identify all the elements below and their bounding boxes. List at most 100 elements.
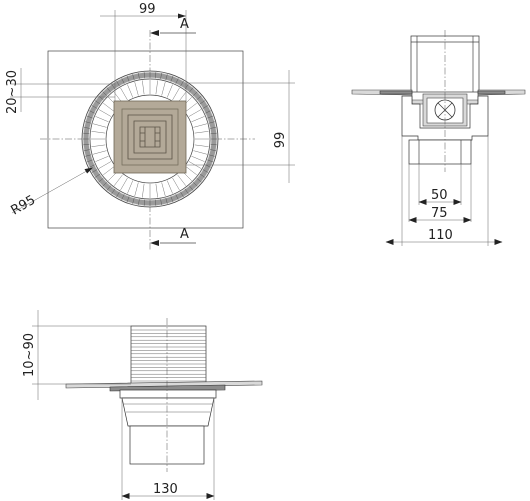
flange-texture-line [106,185,111,191]
dim-side-height-label: 10~90 [22,333,37,377]
flange-texture-line [132,74,135,81]
flange-texture-line [165,74,168,81]
flange-texture-line [83,132,90,134]
flange-texture-line [160,199,162,206]
flange-rib [166,84,173,98]
flange-rib [155,80,158,95]
section-body [401,95,489,141]
dim-radius-label: R95 [9,193,39,219]
extension-ribs [131,329,206,382]
section-a-top-label: A [180,17,189,32]
section-a-bottom-arrow [150,240,159,246]
flange-rib [172,177,180,191]
flange-texture-line [143,72,145,79]
flange-rib [120,87,128,101]
flange-rib [91,144,106,147]
flange-texture-line [143,199,145,206]
flange-texture-line [155,72,157,79]
flange-rib [127,180,134,194]
flange-rib [177,174,187,186]
flange-texture-line [196,178,202,183]
flange-texture-line [189,185,194,191]
flange-texture-line [199,100,206,105]
flange-texture-line [94,100,101,105]
flange-texture-line [83,144,90,146]
flange-texture-line [138,72,140,79]
flange-texture-line [184,188,189,195]
side-view: 10~90 130 [22,310,263,500]
flange-texture-line [98,178,104,183]
flange-texture-line [210,127,217,129]
flange-texture-line [192,91,198,97]
flange-texture-line [116,191,120,198]
flange-texture-line [102,91,108,97]
flange-rib [103,102,115,112]
flange-rib [161,182,166,197]
flange-texture-line [138,199,140,206]
section-view: 50 75 110 [351,30,526,246]
flange-rib [194,144,209,147]
flange-texture-line [196,95,202,100]
dim-height-label: 99 [273,132,288,149]
ribbed-extension [130,325,207,385]
flange-rib [166,180,173,194]
flange-rib [113,174,123,186]
flange-rib [191,155,205,162]
flange-texture-line [205,110,211,114]
flange-texture-line [210,132,217,134]
flange-rib [193,123,208,128]
flange-rib [185,102,197,112]
flange-texture-line [91,169,98,173]
dim-offset-label: 20~30 [5,70,20,114]
grate-pattern [127,114,173,160]
dim-mid-label: 75 [431,206,448,221]
flange-texture-line [86,159,93,163]
flange-rib [191,116,205,123]
flange-texture-line [165,197,168,204]
grate-frame [113,100,187,174]
flange-texture-line [83,149,90,151]
flange-rib [161,81,166,96]
section-a-bottom-label: A [180,227,189,242]
flange-texture-line [160,72,162,79]
dim-diameter-label: 130 [153,482,178,497]
flange-texture-line [91,105,98,109]
flange-texture-line [208,121,215,124]
section-flange-dark [379,90,506,95]
flange-rib [142,80,145,95]
flange-rib [95,116,109,123]
flange-rib [98,109,112,117]
dim-outer-label: 110 [428,228,453,243]
flange-rib [92,123,107,128]
flange-texture-line [180,191,184,198]
flange-rib [142,183,145,198]
outlet-pipe [408,139,472,165]
flange-texture-line [202,105,209,109]
flange-texture-line [210,149,217,151]
flange-rib [103,166,115,176]
grate [113,100,187,174]
flange-texture-line [126,75,130,82]
flange-texture-line [170,196,174,203]
flange-texture-line [184,83,189,90]
flange-texture-line [199,173,206,178]
flange-rib [172,87,180,101]
flange-texture-line [170,75,174,82]
flange-texture-line [98,95,104,100]
flange-texture-line [111,188,116,195]
flange-texture-line [89,110,95,114]
flange-rib [188,109,202,117]
flange-texture-line [85,154,92,157]
flange-texture-line [111,83,116,90]
grate-inner [121,108,179,166]
flange-texture-line [85,121,92,124]
dim-99-arrow-right [178,13,186,19]
flange-texture-line [94,173,101,178]
side-flange [65,380,263,389]
side-flange-lower [109,384,226,392]
flange-rib [193,150,208,155]
membrane-outline [47,50,244,229]
flange-texture-line [106,87,111,93]
flange-texture-line [83,127,90,129]
flange-rib [134,182,139,197]
